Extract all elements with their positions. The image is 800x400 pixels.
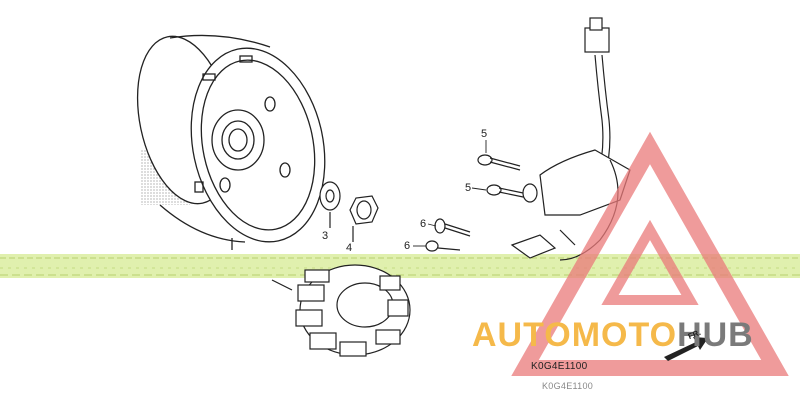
diagram-code: K0G4E1100 [531,361,588,372]
bolt-part-5-upper [477,154,521,171]
diagram-code-ghost: K0G4E1100 [542,381,594,391]
watermark-triangle [511,131,789,376]
pulse-generator-harness [510,17,631,261]
flywheel [136,34,326,250]
callout-4: 4 [346,242,353,254]
callout-3: 3 [322,230,329,242]
callout-6-lower: 6 [404,240,411,252]
callout-6-upper: 6 [420,218,427,230]
stator [271,264,411,357]
washer-part-3 [319,181,341,228]
bolt-part-5-lower [486,184,529,199]
screw-part-6-lower [425,240,461,252]
fr-arrow-icon [664,337,708,361]
callout-5-lower: 5 [465,182,472,194]
leader-lines [413,140,487,247]
watermark-part2: HUB [677,316,754,354]
watermark-logo: AUTOMOTOHUB [472,316,754,355]
screw-part-6-upper [434,218,471,237]
watermark-part1: AUTOMOTO [472,316,678,354]
nut-part-4 [349,195,379,242]
callout-5-upper: 5 [481,128,488,140]
